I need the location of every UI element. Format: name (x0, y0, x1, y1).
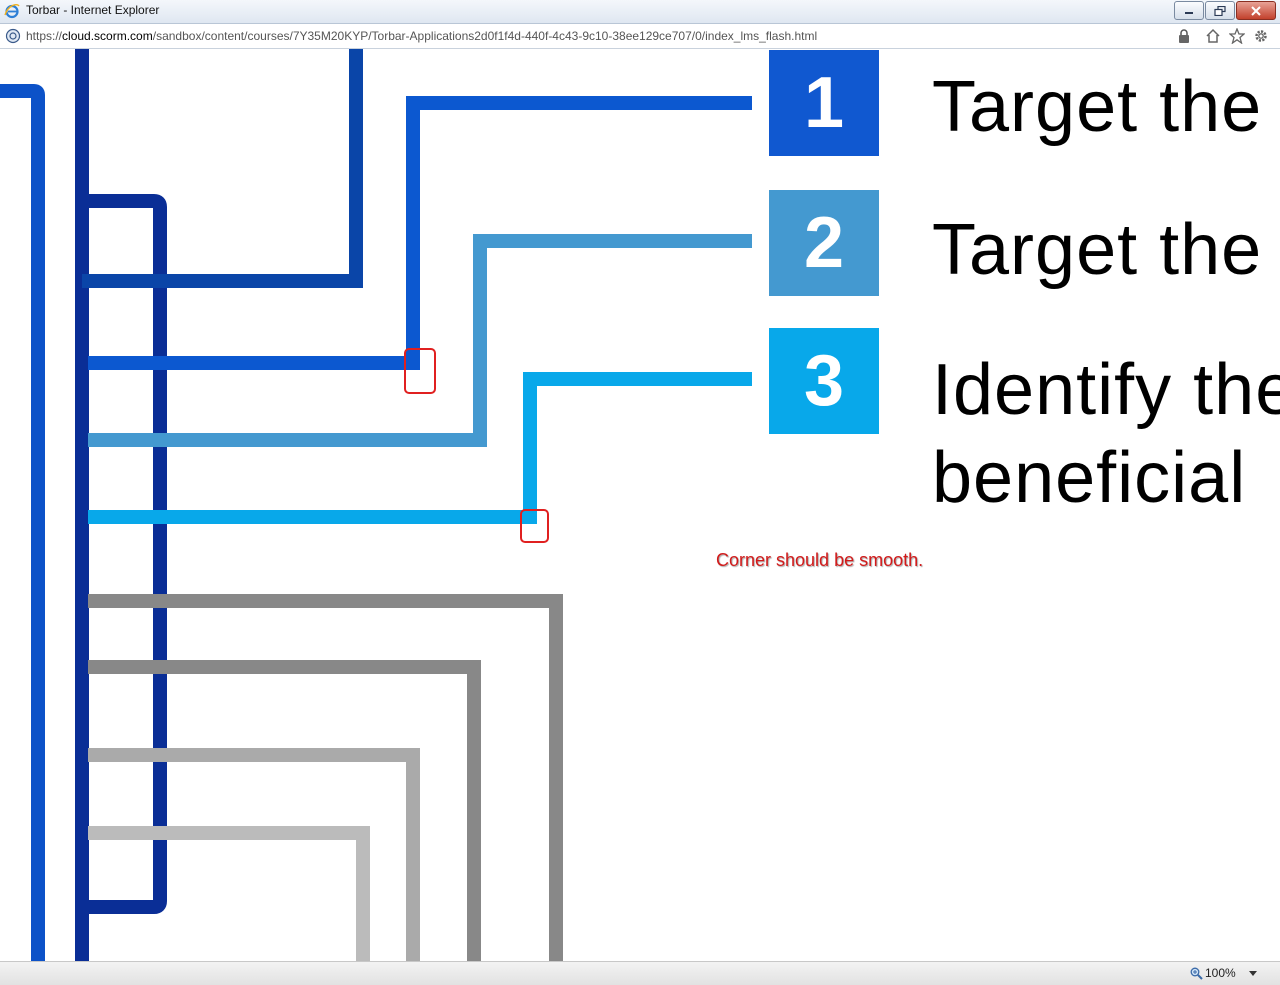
review-callout-corner-1 (404, 348, 436, 394)
item-1-text: Target the (932, 67, 1263, 147)
window-controls (1173, 1, 1276, 20)
connector-line-3 (88, 372, 752, 524)
url-domain: cloud.scorm.com (62, 29, 153, 43)
zoom-dropdown-icon[interactable] (1249, 971, 1257, 976)
status-bar: 100% (0, 961, 1280, 985)
minimize-icon (1185, 11, 1193, 14)
url-path: /sandbox/content/courses/7Y35M20KYP/Torb… (152, 29, 818, 43)
item-3-text-line-1: Identify the (932, 350, 1280, 430)
connector-line-gray-1 (88, 594, 563, 961)
lock-icon[interactable] (1177, 28, 1191, 44)
restore-icon (1214, 5, 1226, 16)
close-button[interactable] (1236, 1, 1276, 20)
item-3-number-box: 3 (769, 328, 879, 434)
connector-line-1 (88, 96, 752, 370)
title-bar: Torbar - Internet Explorer (0, 0, 1280, 24)
item-3-text-line-2: beneficial (932, 438, 1247, 518)
address-bar[interactable]: https://cloud.scorm.com/sandbox/content/… (0, 24, 1280, 49)
close-icon (1251, 5, 1261, 16)
restore-button[interactable] (1205, 1, 1235, 20)
connector-line-gray-4 (88, 826, 370, 961)
home-button[interactable] (1204, 27, 1222, 45)
window-title: Torbar - Internet Explorer (26, 3, 160, 17)
favorites-button[interactable] (1228, 27, 1246, 45)
connector-line-top (82, 49, 363, 288)
minimize-button[interactable] (1174, 1, 1204, 20)
review-callout-corner-2 (520, 509, 549, 543)
browser-toolbar (1204, 27, 1270, 45)
item-2-text: Target the (932, 210, 1263, 290)
zoom-level: 100% (1205, 966, 1236, 980)
site-icon (5, 28, 21, 44)
connector-line-gray-3 (88, 748, 420, 961)
course-content: 1 2 3 Target the Target the Identify the… (0, 49, 1280, 961)
internet-explorer-icon (4, 4, 20, 19)
zoom-control[interactable]: 100% (1190, 966, 1236, 980)
item-1-number: 1 (803, 63, 845, 143)
connector-line-left-blue (0, 84, 45, 961)
zoom-icon (1190, 967, 1203, 980)
connector-lines (0, 49, 752, 961)
item-2-number-box: 2 (769, 190, 879, 296)
tools-button[interactable] (1252, 27, 1270, 45)
connector-line-gray-2 (88, 660, 481, 961)
connector-line-2 (88, 234, 752, 447)
item-1-number-box: 1 (769, 50, 879, 156)
home-icon (1206, 28, 1220, 43)
item-2-number: 2 (803, 203, 845, 283)
connector-line-navy-frame (82, 194, 167, 914)
url-field[interactable]: https://cloud.scorm.com/sandbox/content/… (26, 29, 817, 43)
star-icon (1229, 28, 1245, 44)
item-3-number: 3 (803, 341, 845, 421)
review-annotation: Corner should be smooth. (716, 550, 924, 570)
gear-icon (1255, 30, 1267, 42)
url-scheme: https:// (26, 29, 63, 43)
